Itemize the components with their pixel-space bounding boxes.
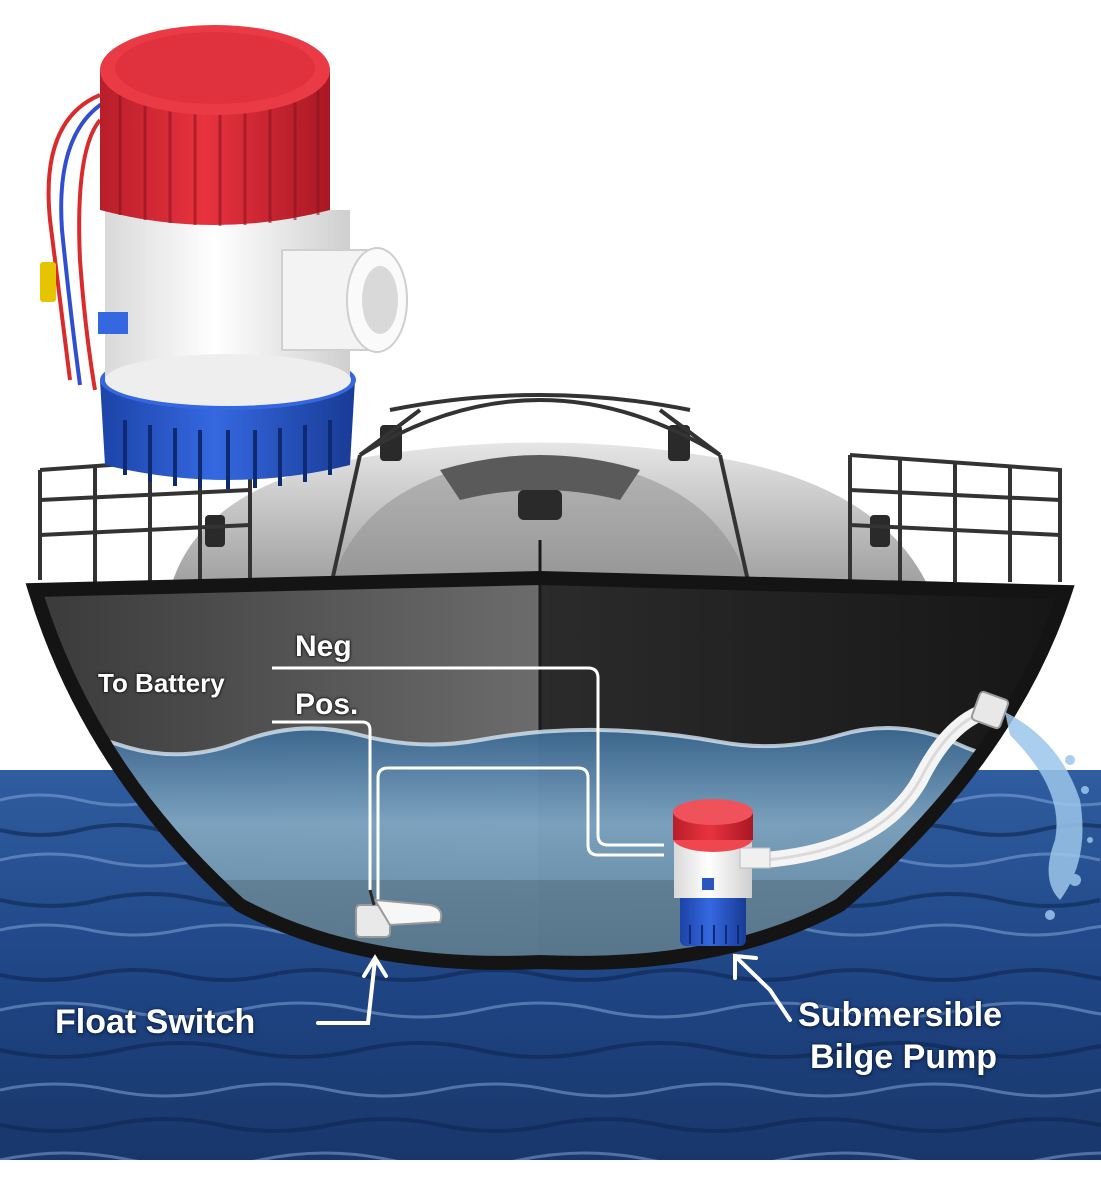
discharge-hose bbox=[757, 690, 1010, 868]
arrow-icon bbox=[316, 953, 792, 1025]
submersible-label: Submersible bbox=[798, 996, 1003, 1034]
bilge-pump-product-icon bbox=[40, 25, 408, 489]
float-switch-label: Float Switch bbox=[55, 1003, 256, 1041]
boat-deck bbox=[38, 393, 1062, 591]
battery-wires bbox=[272, 666, 664, 905]
water-splash bbox=[1005, 712, 1093, 920]
neg-label: Neg bbox=[295, 630, 352, 663]
float-switch-icon bbox=[355, 889, 443, 938]
bilge-pump-icon bbox=[673, 799, 771, 946]
pos-label: Pos. bbox=[295, 688, 359, 721]
bilge-pump-label: Bilge Pump bbox=[810, 1038, 998, 1076]
to-battery-label: To Battery bbox=[98, 668, 225, 698]
